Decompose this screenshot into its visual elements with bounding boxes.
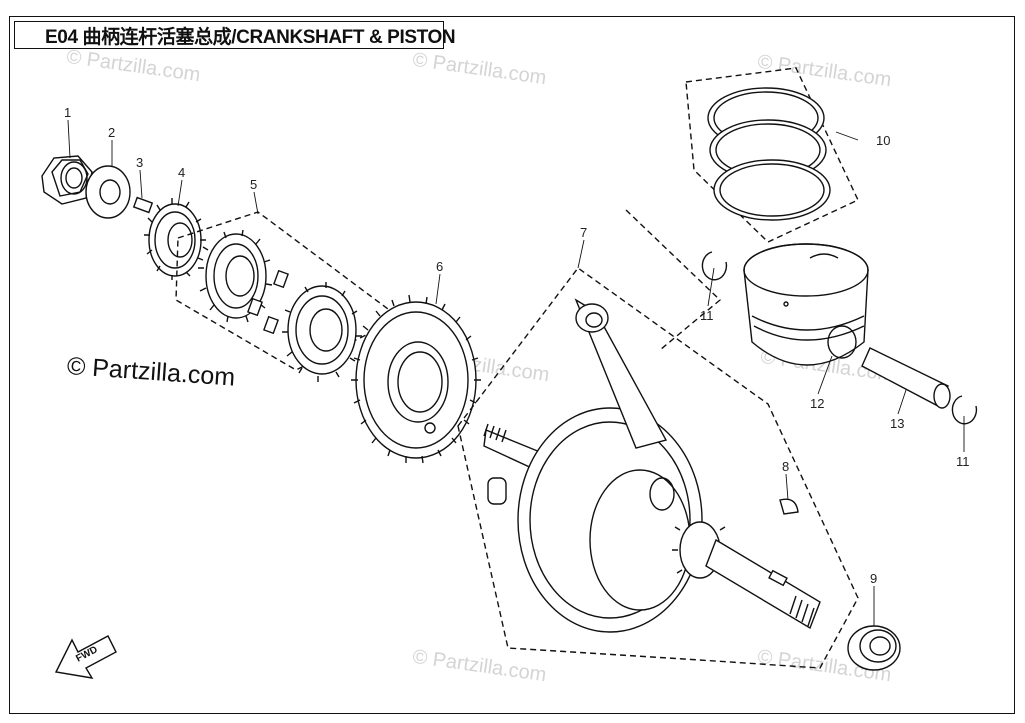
part-13-piston-pin[interactable] [861,347,951,409]
part-9-flange-nut[interactable] [847,625,901,671]
callout-6: 6 [436,259,443,274]
diagram-frame [9,16,1015,714]
part-11-circlip-left[interactable] [701,251,728,281]
callout-8: 8 [782,459,789,474]
callout-9: 9 [870,571,877,586]
part-1-nut[interactable] [41,155,93,205]
callout-13: 13 [890,416,904,431]
callout-4: 4 [178,165,185,180]
part-7-crankshaft[interactable] [457,267,859,669]
part-2-washer[interactable] [85,165,131,219]
page-title: E04 曲柄连杆活塞总成/CRANKSHAFT & PISTON [45,26,456,48]
callout-7: 7 [580,225,587,240]
part-10-piston-rings[interactable] [685,67,859,243]
part-3-key[interactable] [132,196,154,214]
part-4-gear[interactable] [144,198,206,280]
fwd-arrow-icon: FWD [54,635,117,679]
part-6-large-gear[interactable] [351,294,481,464]
part-5-gear-assembly[interactable] [175,211,402,382]
part-11-circlip-right[interactable] [951,395,978,425]
callout-1: 1 [64,105,71,120]
callout-leaders [67,119,965,626]
piston-guide-line [625,209,722,351]
callout-11-right: 11 [956,454,970,469]
part-12-piston[interactable] [743,243,869,366]
part-8-key[interactable] [779,498,799,515]
callout-12: 12 [810,396,824,411]
callout-3: 3 [136,155,143,170]
callout-5: 5 [250,177,257,192]
callout-10: 10 [876,133,890,148]
callout-numbers: 1 2 3 4 5 6 7 8 9 10 11 11 12 13 [64,105,970,586]
title-box: E04 曲柄连杆活塞总成/CRANKSHAFT & PISTON [14,21,456,49]
callout-2: 2 [108,125,115,140]
callout-11-left: 11 [700,308,714,323]
